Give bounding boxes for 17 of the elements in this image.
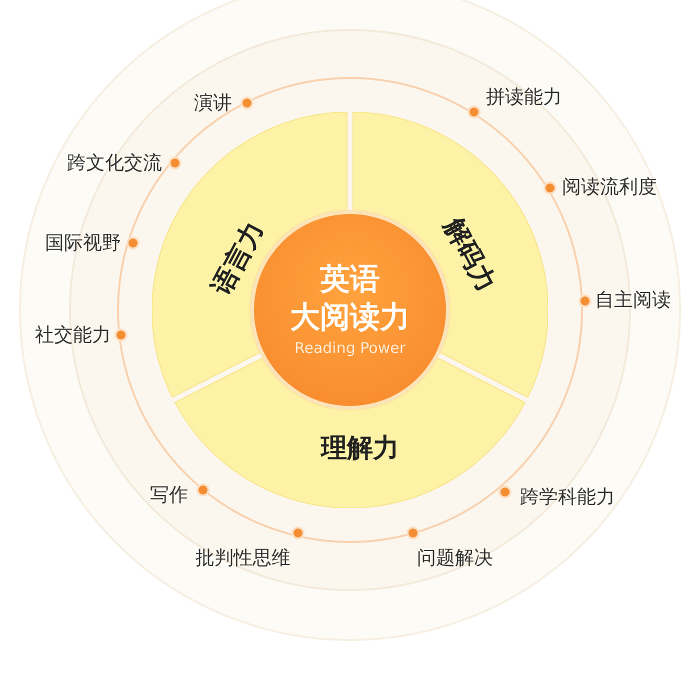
skill-label: 国际视野 [45, 231, 121, 255]
skill-label: 社交能力 [35, 323, 111, 347]
sector-label: 语言力 [206, 216, 271, 301]
center-title: 大阅读力 [290, 299, 410, 337]
skill-label: 阅读流利度 [562, 175, 657, 199]
skill-label: 写作 [150, 483, 188, 507]
sector-label: 理解力 [321, 432, 399, 466]
skill-label: 跨学科能力 [520, 485, 615, 509]
center-subtitle: Reading Power [294, 338, 406, 359]
sector-label: 解码力 [437, 212, 502, 298]
skill-label: 跨文化交流 [67, 151, 162, 175]
skill-label: 自主阅读 [595, 288, 671, 312]
skill-label: 演讲 [194, 91, 232, 115]
skill-label: 问题解决 [417, 546, 493, 570]
skill-label: 批判性思维 [196, 546, 290, 570]
center-title: 英语 [320, 261, 380, 299]
skill-label: 拼读能力 [486, 85, 562, 109]
